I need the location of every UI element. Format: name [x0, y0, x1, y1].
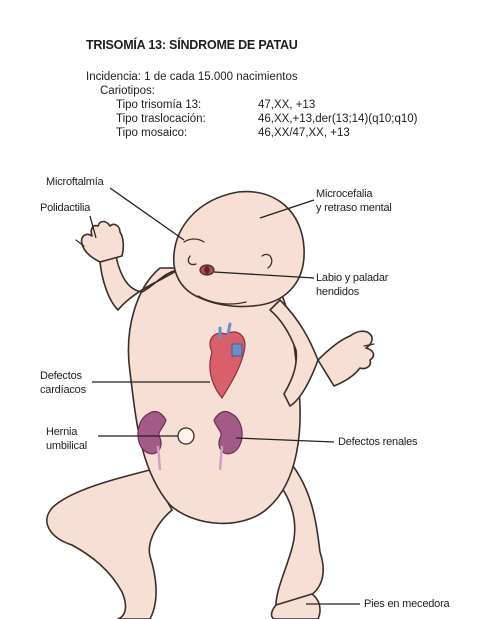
- cleft-palate-icon: [205, 266, 210, 274]
- right-hand: [318, 331, 373, 386]
- label-cardiac-2: cardíacos: [40, 384, 86, 397]
- head: [174, 192, 304, 307]
- label-rocker-feet: Pies en mecedora: [364, 598, 449, 611]
- label-hernia-1: Hernia: [46, 426, 77, 439]
- left-hand: [82, 222, 124, 263]
- label-cleft-1: Labio y paladar: [316, 272, 388, 285]
- label-hernia-2: umbilical: [46, 440, 87, 453]
- left-leg: [47, 470, 172, 619]
- label-polydactyly: Polidactilia: [40, 202, 90, 215]
- label-microphthalmia: Microftalmía: [46, 176, 104, 189]
- label-cleft-2: hendidos: [316, 286, 359, 299]
- umbilical-hernia-icon: [178, 428, 194, 444]
- label-microcephaly-2: y retraso mental: [316, 202, 392, 215]
- label-microcephaly-1: Microcefalia: [316, 188, 372, 201]
- leader-microphthalmia: [110, 188, 184, 240]
- label-renal: Defectos renales: [338, 436, 417, 449]
- infant-body: [47, 192, 374, 619]
- label-cardiac-1: Defectos: [40, 370, 82, 383]
